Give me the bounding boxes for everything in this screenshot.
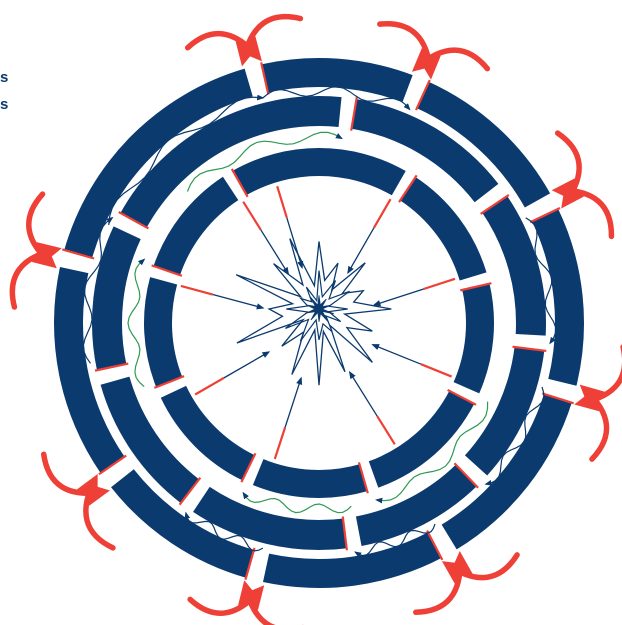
attack-arrow [277, 186, 287, 218]
attack-arrow [213, 295, 263, 308]
attack-arrow [374, 289, 423, 305]
inner-ring-segment [253, 459, 368, 498]
attack-arrow [195, 378, 224, 395]
attack-arrow [421, 364, 452, 376]
middle-ring-segment [92, 226, 141, 371]
attack-arrow [377, 416, 394, 444]
inner-ring-segment [232, 148, 405, 195]
attack-arrow [287, 218, 302, 268]
intrusion-path-green [128, 259, 144, 386]
center-target [236, 239, 391, 386]
attack-arrow [181, 286, 213, 295]
inner-ring-segment [144, 277, 182, 388]
attack-arrow [261, 230, 289, 274]
attack-arrow [374, 199, 391, 228]
attack-arrow [424, 279, 455, 289]
ring-layers [54, 58, 584, 588]
attack-arrow [275, 428, 285, 459]
attack-arrow [224, 352, 269, 378]
outer-ring-segment [261, 58, 413, 102]
attack-arrow [243, 202, 260, 230]
attack-arrow [373, 345, 421, 364]
attack-arrow [350, 372, 378, 416]
inner-ring-segment [454, 283, 494, 393]
inner-attack-arrows [181, 186, 455, 459]
attack-arrow [285, 378, 301, 427]
